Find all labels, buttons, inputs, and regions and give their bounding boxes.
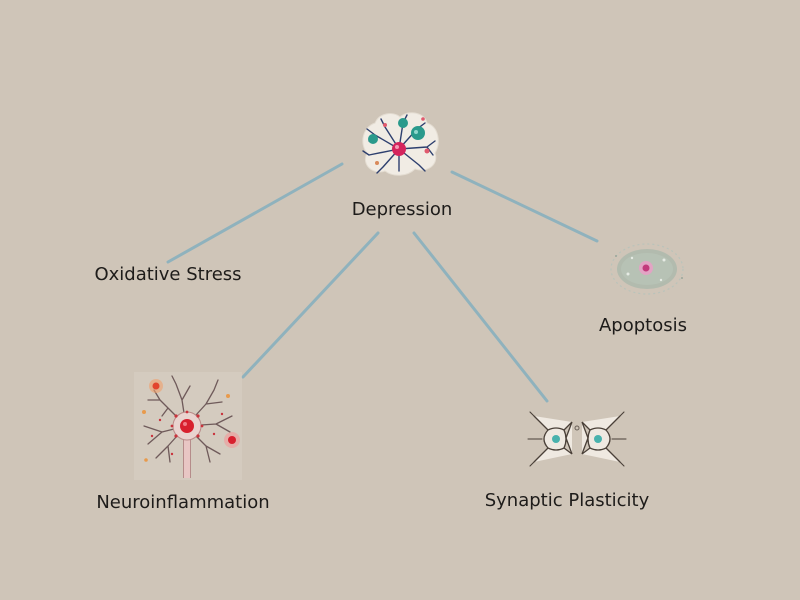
connector-synaptic-plasticity: [412, 231, 549, 403]
inflamed-neuron-icon: [134, 372, 242, 480]
node-label-oxidative-stress: Oxidative Stress: [94, 264, 242, 285]
node-label-neuroinflammation: Neuroinflammation: [96, 492, 270, 513]
connector-apoptosis: [450, 170, 599, 243]
synapse-icon: [527, 411, 627, 467]
neural-network-icon: [362, 112, 439, 176]
connector-neuroinflammation: [241, 231, 380, 379]
node-label-apoptosis: Apoptosis: [598, 315, 688, 336]
apoptotic-cell-icon: [610, 243, 684, 295]
node-label-synaptic-plasticity: Synaptic Plasticity: [484, 490, 650, 511]
node-label-depression: Depression: [351, 199, 453, 220]
connector-oxidative-stress: [166, 162, 344, 264]
